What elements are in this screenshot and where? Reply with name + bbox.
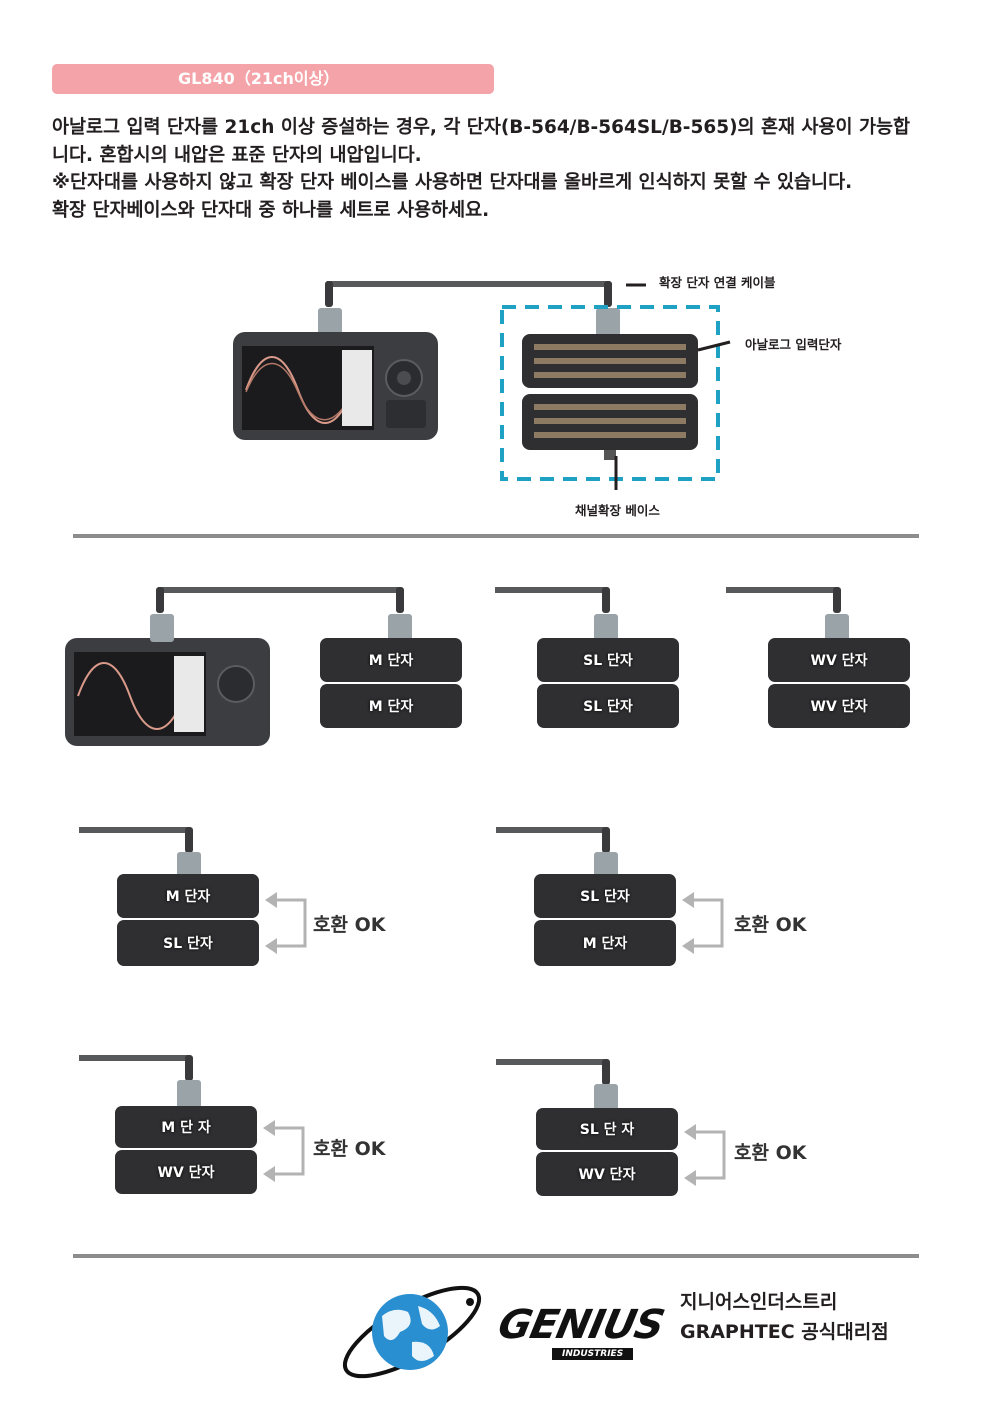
wv-terminal-label: WV 단자 [157, 1165, 215, 1181]
wv-terminal: WV 단자 [115, 1150, 257, 1194]
compat-ok-label: 호환 OK [734, 914, 807, 936]
sl-terminal: SL 단 자 [536, 1108, 678, 1150]
wv-terminal-upper: WV 단자 [768, 638, 910, 682]
terminal-callout: 아날로그 입력단자 [745, 337, 842, 352]
wv-terminal-lower: WV 단자 [768, 684, 910, 728]
intro-line: 확장 단자베이스와 단자대 중 하나를 세트로 사용하세요. [52, 199, 490, 221]
m-terminal-label: M 단자 [582, 936, 628, 952]
combo-illustration [496, 827, 724, 966]
company-name: 지니어스인더스트리 [680, 1291, 838, 1313]
m-terminal-label: M 단자 [165, 889, 211, 905]
overview-illustration [233, 281, 731, 490]
m-terminal: M 단 자 [115, 1106, 257, 1148]
m-terminal-label: M 단 자 [161, 1120, 211, 1136]
genius-wordmark: GENIUS [494, 1302, 668, 1348]
globe-icon [342, 1285, 482, 1379]
intro-line: ※단자대를 사용하지 않고 확장 단자 베이스를 사용하면 단자대를 올바르게 … [52, 172, 853, 193]
m-terminal-label: M 단자 [368, 653, 414, 669]
compat-ok-label: 호환 OK [734, 1142, 807, 1164]
config-row: M 단자 M 단자 SL 단자 SL 단자 WV 단자 WV 단자 [0, 580, 992, 750]
dealer-line: GRAPHTEC 공식대리점 [680, 1321, 889, 1343]
dealer-info: 지니어스인더스트리 GRAPHTEC 공식대리점 [680, 1287, 889, 1347]
combo-illustration [79, 1055, 305, 1194]
m-terminal: M 단자 [117, 874, 259, 918]
m-terminal-lower: M 단자 [320, 684, 462, 728]
sl-terminal: SL 단자 [117, 920, 259, 966]
sl-terminal-lower: SL 단자 [537, 684, 679, 728]
m-terminal: M 단자 [534, 920, 676, 966]
combo-sl-m: SL 단자 M 단자 호환 OK [492, 822, 822, 972]
combo-m-sl: M 단자 SL 단자 호환 OK [75, 822, 405, 972]
combo-m-wv: M 단 자 WV 단자 호환 OK [75, 1050, 405, 1200]
intro-line: 아날로그 입력 단자를 21ch 이상 증설하는 경우, 각 단자(B-564/… [52, 117, 911, 138]
sl-terminal-label: SL 단자 [583, 699, 633, 715]
sl-terminal-label: SL 단자 [163, 936, 213, 952]
compat-ok-label: 호환 OK [313, 1138, 386, 1160]
sl-terminal-label: SL 단자 [583, 653, 633, 669]
sl-terminal: SL 단자 [534, 874, 676, 918]
config-row-illustration [65, 587, 910, 746]
sl-terminal-label: SL 단자 [580, 889, 630, 905]
divider-bottom [73, 1254, 919, 1258]
m-terminal-upper: M 단자 [320, 638, 462, 682]
wv-terminal-label: WV 단자 [578, 1167, 636, 1183]
combo-illustration [496, 1059, 726, 1196]
sl-terminal-upper: SL 단자 [537, 638, 679, 682]
compat-ok-label: 호환 OK [313, 914, 386, 936]
sl-terminal-label: SL 단 자 [579, 1122, 635, 1138]
divider-top [73, 534, 919, 538]
intro-line: 니다. 혼합시의 내압은 표준 단자의 내압입니다. [52, 144, 422, 166]
overview-diagram: 확장 단자 연결 케이블 아날로그 입력단자 채널확장 베이스 [0, 250, 992, 530]
m-terminal-label: M 단자 [368, 699, 414, 715]
industries-wordmark: INDUSTRIES [552, 1348, 634, 1360]
intro-text: 아날로그 입력 단자를 21ch 이상 증설하는 경우, 각 단자(B-564/… [52, 114, 952, 224]
wv-terminal: WV 단자 [536, 1152, 678, 1196]
wv-terminal-label: WV 단자 [810, 653, 868, 669]
cable-callout: 확장 단자 연결 케이블 [659, 275, 776, 290]
combo-illustration [79, 827, 307, 966]
base-callout: 채널확장 베이스 [575, 503, 660, 518]
section-title: GL840（21ch이상） [52, 64, 494, 94]
wv-terminal-label: WV 단자 [810, 699, 868, 715]
combo-sl-wv: SL 단 자 WV 단자 호환 OK [492, 1054, 822, 1204]
company-logo: GENIUS INDUSTRIES [334, 1276, 668, 1391]
